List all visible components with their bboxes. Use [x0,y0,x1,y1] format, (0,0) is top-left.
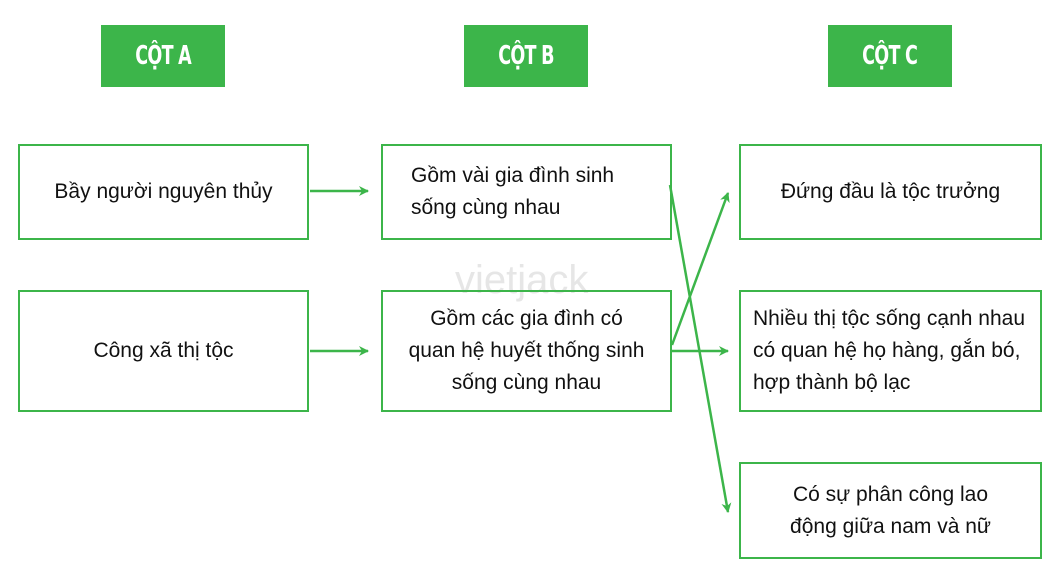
arrow-b1-c3 [668,184,732,513]
box-c1: Đứng đầu là tộc trưởng [739,144,1042,240]
header-column-c: CỘT C [828,25,952,87]
header-column-a: CỘT A [101,25,225,87]
box-b2: Gồm các gia đình có quan hệ huyết thống … [381,290,672,412]
box-c2: Nhiều thị tộc sống cạnh nhau có quan hệ … [739,290,1042,412]
box-a1: Bầy người nguyên thủy [18,144,309,240]
header-column-b: CỘT B [464,25,588,87]
arrow-b2-c1 [670,192,730,346]
box-a2: Công xã thị tộc [18,290,309,412]
box-b1: Gồm vài gia đình sinh sống cùng nhau [381,144,672,240]
watermark: vietjack [455,258,589,302]
box-c3: Có sự phân công lao động giữa nam và nữ [739,462,1042,559]
